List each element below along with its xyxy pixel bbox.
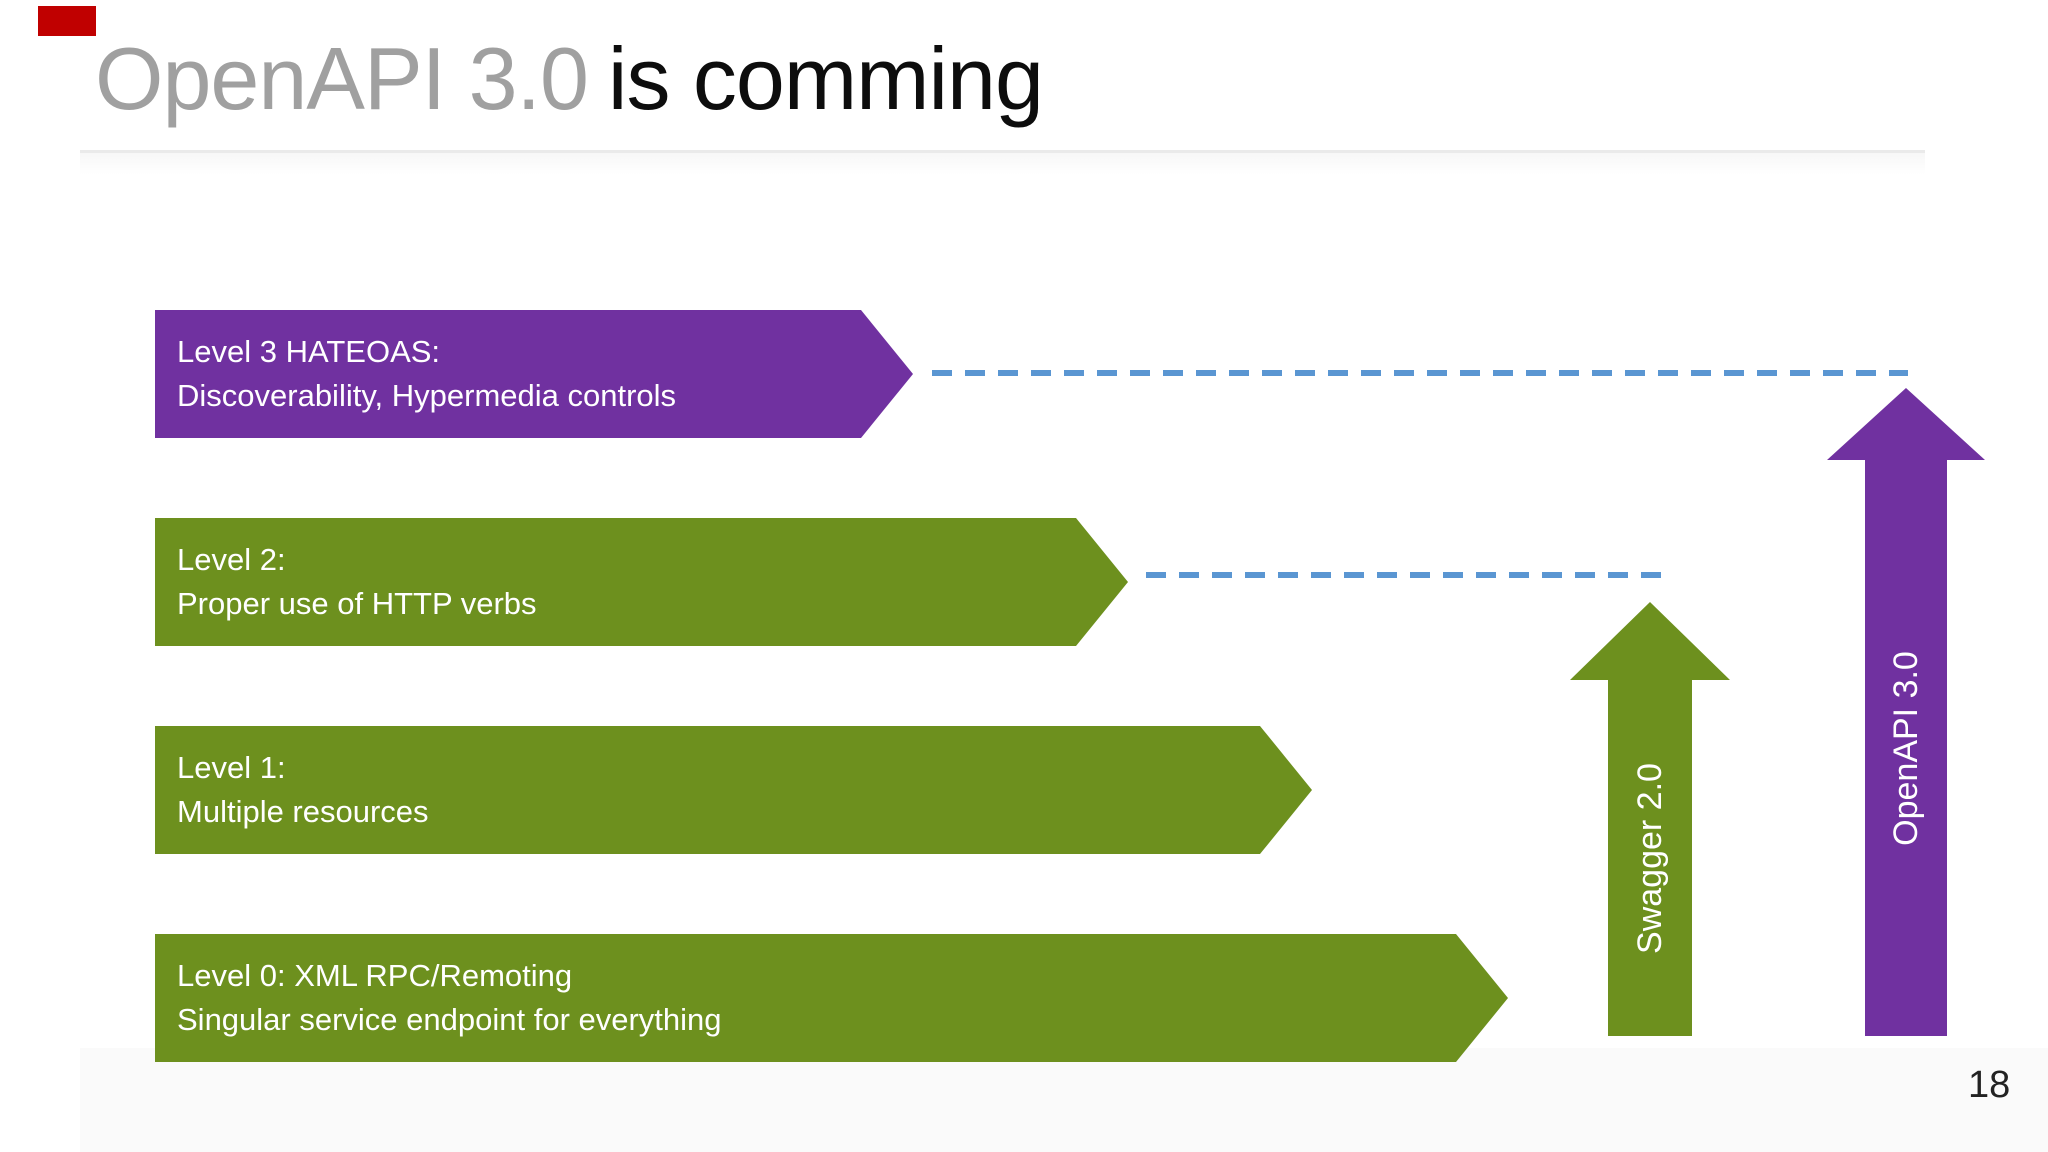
title-divider <box>80 150 1925 153</box>
openapi-3-label: OpenAPI 3.0 <box>1886 650 1925 846</box>
swagger-2-label-wrap: Swagger 2.0 <box>1570 680 1730 1036</box>
level-3-line2: Discoverability, Hypermedia controls <box>177 378 677 413</box>
swagger-2-up-arrow: Swagger 2.0 <box>1570 602 1730 1036</box>
level-3-line1: Level 3 HATEOAS: <box>177 334 441 369</box>
dashed-connector-level2 <box>1146 572 1663 578</box>
level-0-arrow: Level 0: XML RPC/Remoting Singular servi… <box>155 934 1508 1062</box>
openapi-3-up-arrow: OpenAPI 3.0 <box>1827 388 1985 1036</box>
level-0-line2: Singular service endpoint for everything <box>177 1002 722 1037</box>
openapi-3-label-wrap: OpenAPI 3.0 <box>1827 460 1985 1036</box>
level-2-line1: Level 2: <box>177 542 286 577</box>
bottom-strip <box>80 1048 2048 1152</box>
level-1-line1: Level 1: <box>177 750 286 785</box>
level-3-arrow: Level 3 HATEOAS: Discoverability, Hyperm… <box>155 310 913 438</box>
page-number: 18 <box>1968 1064 2011 1106</box>
title-muted-part: OpenAPI 3.0 <box>95 29 589 128</box>
title-divider-shadow <box>80 153 1925 175</box>
level-2-arrow: Level 2: Proper use of HTTP verbs <box>155 518 1128 646</box>
red-corner-marker <box>38 6 96 36</box>
level-0-line1: Level 0: XML RPC/Remoting <box>177 958 573 993</box>
swagger-2-label: Swagger 2.0 <box>1630 762 1669 954</box>
level-2-line2: Proper use of HTTP verbs <box>177 586 537 621</box>
level-1-line2: Multiple resources <box>177 794 429 829</box>
title-emphasis-part: is comming <box>607 29 1044 128</box>
dashed-connector-level3 <box>932 370 1908 376</box>
level-1-arrow: Level 1: Multiple resources <box>155 726 1312 854</box>
